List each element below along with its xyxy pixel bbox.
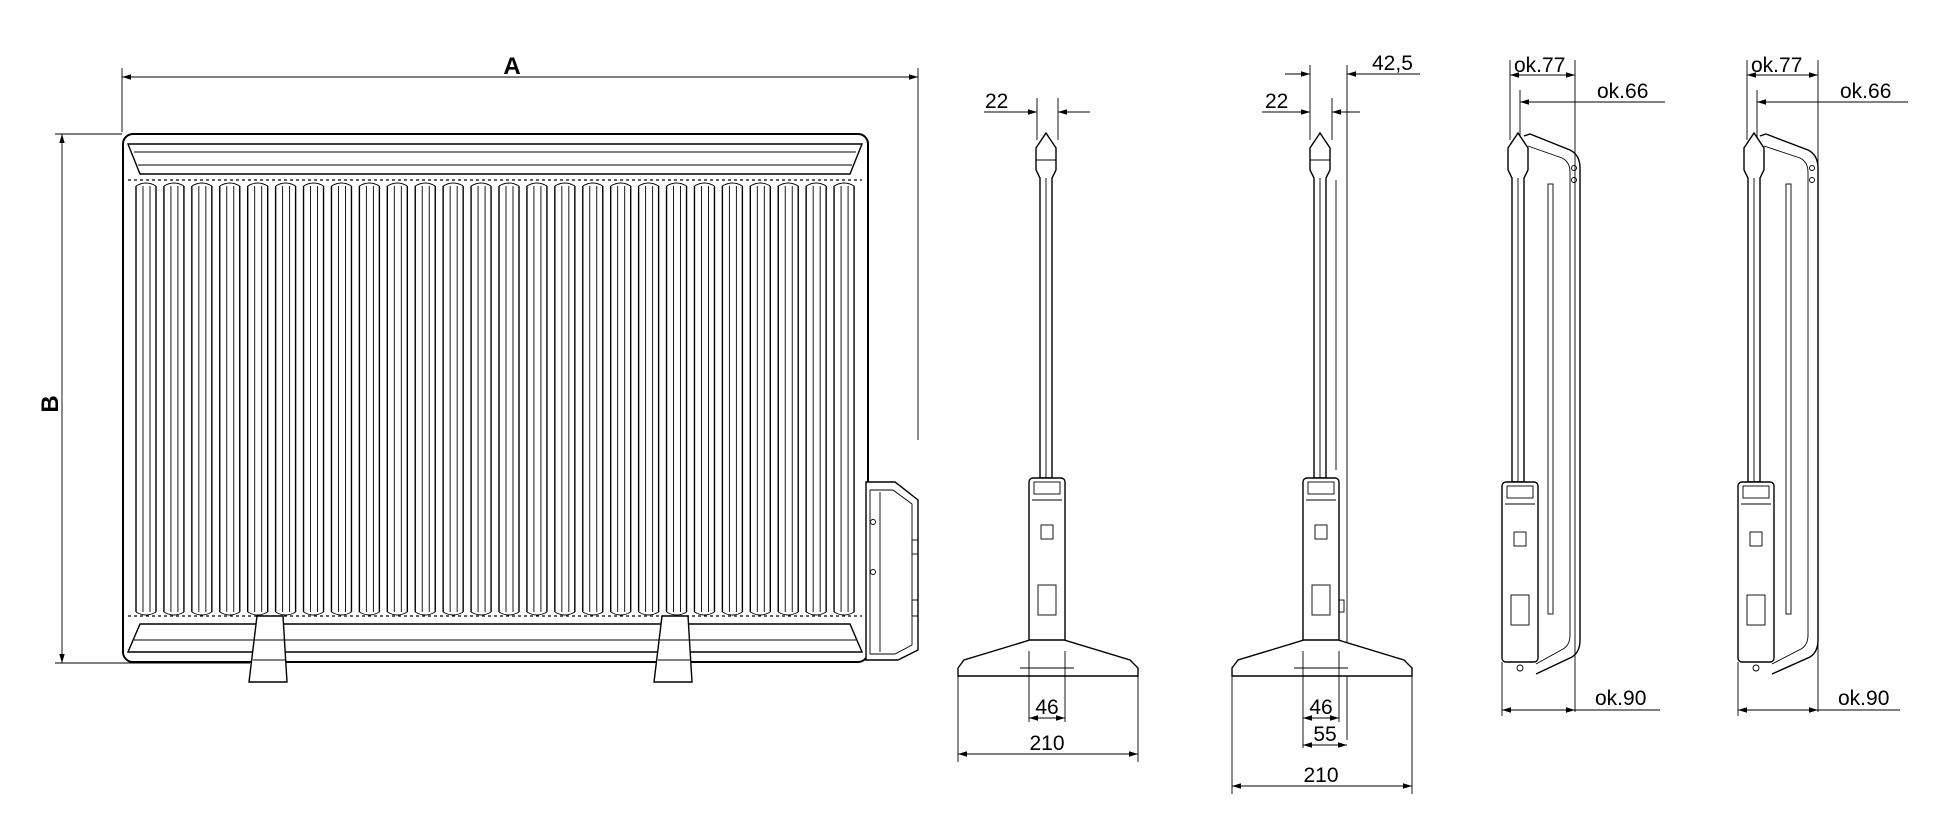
radiator-fin	[637, 182, 660, 616]
radiator-fin	[414, 182, 436, 616]
radiator-foot-right	[653, 615, 693, 683]
radiator-foot-left	[248, 615, 288, 683]
control-box	[865, 481, 919, 661]
radiator-fin	[805, 182, 827, 616]
radiator-body	[122, 133, 869, 663]
side-view-1-base	[957, 639, 1139, 677]
side-view-4-control-box	[1737, 481, 1775, 663]
radiator-fin	[135, 182, 157, 616]
side-view-2-mid-dim: 55	[1313, 723, 1336, 746]
radiator-fin	[833, 182, 855, 616]
side-view-3-control-box	[1501, 481, 1539, 663]
radiator-fin	[582, 182, 604, 616]
radiator-fin	[554, 182, 576, 616]
side-view-2: 42,5 22 46 55 210	[1231, 52, 1420, 794]
side-view-3-top-dim-inner: ok.66	[1597, 80, 1648, 103]
radiator-fin	[219, 182, 241, 616]
side-view-3-top-dim-outer: ok.77	[1514, 54, 1565, 77]
radiator-fin	[246, 182, 269, 616]
radiator-fin	[721, 182, 744, 616]
radiator-fins	[135, 182, 855, 616]
side-view-2-top-dim-inner: 22	[1265, 90, 1288, 113]
radiator-fin	[777, 182, 799, 616]
radiator-fin	[470, 182, 492, 616]
radiator-fin	[358, 182, 381, 616]
side-view-4-depth-dim: ok.90	[1838, 687, 1889, 710]
side-view-2-base-dim: 210	[1303, 764, 1338, 787]
side-view-1-inner-dim: 46	[1035, 696, 1058, 719]
dimension-a-label: A	[503, 53, 520, 80]
radiator-fin	[163, 182, 185, 616]
radiator-fin	[274, 182, 297, 616]
side-view-4-frame	[1759, 133, 1819, 675]
radiator-fin	[442, 182, 464, 616]
dimension-b-label: B	[37, 395, 64, 412]
side-view-4-top-dim-outer: ok.77	[1751, 54, 1802, 77]
side-view-2-base	[1231, 639, 1413, 677]
side-view-3: ok.77 ok.66 ok.90	[1501, 54, 1665, 716]
side-view-1-control-box	[1028, 477, 1066, 652]
side-view-2-control-box	[1302, 477, 1340, 652]
radiator-fin	[526, 182, 548, 616]
front-view: A B	[37, 53, 919, 683]
radiator-fin	[609, 182, 632, 616]
side-view-3-frame	[1523, 133, 1581, 675]
side-view-1: 22 46 210	[957, 90, 1139, 762]
radiator-fin	[330, 182, 353, 616]
radiator-fin	[386, 182, 409, 616]
side-view-2-inner-dim: 46	[1309, 696, 1332, 719]
radiator-fin	[665, 182, 688, 616]
radiator-fin	[749, 182, 772, 616]
side-view-1-base-dim: 210	[1029, 732, 1064, 755]
side-view-4-top-dim-inner: ok.66	[1840, 80, 1891, 103]
radiator-fin	[302, 182, 325, 616]
side-view-3-depth-dim: ok.90	[1595, 687, 1646, 710]
side-view-1-top-dim: 22	[985, 90, 1008, 113]
side-view-4: ok.77 ok.66 ok.90	[1737, 54, 1908, 716]
radiator-fin	[693, 182, 716, 616]
radiator-fin	[498, 182, 520, 616]
radiator-fin	[191, 182, 213, 616]
side-view-2-top-dim-outer: 42,5	[1372, 52, 1413, 75]
